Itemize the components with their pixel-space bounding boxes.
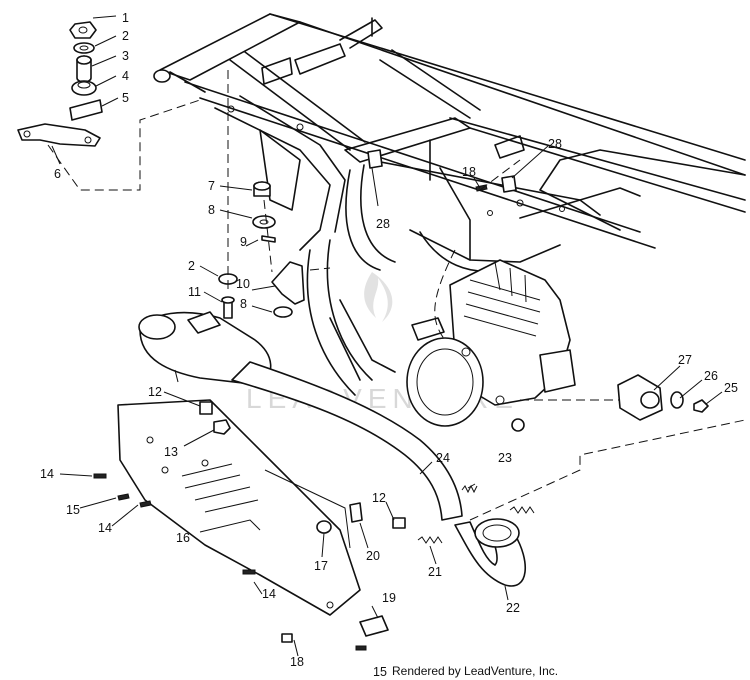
callout-15b: 15 <box>373 665 387 679</box>
clip-28a-icon <box>367 149 383 169</box>
callout-17: 17 <box>314 559 328 573</box>
clip-28b-icon <box>501 175 517 193</box>
callout-18b: 18 <box>462 165 476 179</box>
screw-18a-icon <box>281 633 293 643</box>
washer-2-icon <box>73 42 95 54</box>
nut-1-icon <box>69 21 97 39</box>
bracket-19-icon <box>359 615 389 637</box>
mount-plate-6-icon <box>17 123 101 147</box>
screw-15b-icon <box>355 645 367 651</box>
screw-14b-icon <box>139 500 152 508</box>
callout-1: 1 <box>122 11 129 25</box>
callout-8: 8 <box>208 203 215 217</box>
hardware-parts <box>17 21 709 651</box>
callout-7: 7 <box>208 179 215 193</box>
bolt-12-icon <box>199 401 213 415</box>
engine-assembly <box>406 259 576 432</box>
atv-frame <box>153 13 746 396</box>
spring-23b-icon <box>509 506 535 514</box>
bracket-10-icon <box>271 261 305 305</box>
callout-19: 19 <box>382 591 396 605</box>
callout-labels: 1 2 3 4 5 6 7 8 9 2 10 11 8 12 13 14 15 … <box>40 11 738 679</box>
bolt-12b-icon <box>392 517 406 529</box>
callout-4: 4 <box>122 69 129 83</box>
nut-25-icon <box>693 399 709 413</box>
screw-14a-icon <box>93 473 107 479</box>
callout-14b: 14 <box>98 521 112 535</box>
screw-14c-icon <box>242 569 256 575</box>
callout-28b: 28 <box>376 217 390 231</box>
callout-6: 6 <box>54 167 61 181</box>
exhaust-header-pipe <box>231 361 463 521</box>
callout-2b: 2 <box>188 259 195 273</box>
callout-5: 5 <box>122 91 129 105</box>
render-credit: Rendered by LeadVenture, Inc. <box>392 664 559 678</box>
callout-12b: 12 <box>372 491 386 505</box>
callout-25: 25 <box>724 381 738 395</box>
callout-14a: 14 <box>40 467 54 481</box>
grommet-17-icon <box>316 520 332 534</box>
spring-21-icon <box>417 536 443 544</box>
callout-26: 26 <box>704 369 718 383</box>
callout-8b: 8 <box>240 297 247 311</box>
callout-24: 24 <box>436 451 450 465</box>
callout-10: 10 <box>236 277 250 291</box>
spring-23a-icon <box>461 484 478 494</box>
callout-22: 22 <box>506 601 520 615</box>
washer-8b-icon <box>273 306 293 318</box>
leader-lines <box>47 15 746 657</box>
screw-15a-icon <box>117 493 130 501</box>
callout-3: 3 <box>122 49 129 63</box>
callout-2: 2 <box>122 29 129 43</box>
callout-9: 9 <box>240 235 247 249</box>
washer-8-icon <box>252 215 276 229</box>
callout-16: 16 <box>176 531 190 545</box>
callout-11: 11 <box>188 285 201 299</box>
screw-9-icon <box>261 235 276 243</box>
callout-21: 21 <box>428 565 442 579</box>
bracket-5-icon <box>69 99 103 121</box>
heat-shield <box>117 399 361 616</box>
callout-15a: 15 <box>66 503 80 517</box>
washer-26-icon <box>670 391 684 409</box>
callout-27: 27 <box>678 353 692 367</box>
callout-18a: 18 <box>290 655 304 669</box>
muffler <box>138 311 272 386</box>
callout-13: 13 <box>164 445 178 459</box>
callout-23: 23 <box>498 451 512 465</box>
clip-20-icon <box>349 502 363 523</box>
callout-20: 20 <box>366 549 380 563</box>
callout-28a: 28 <box>548 137 562 151</box>
exhaust-head-pipe <box>454 518 526 587</box>
callout-12: 12 <box>148 385 162 399</box>
callout-14c: 14 <box>262 587 276 601</box>
